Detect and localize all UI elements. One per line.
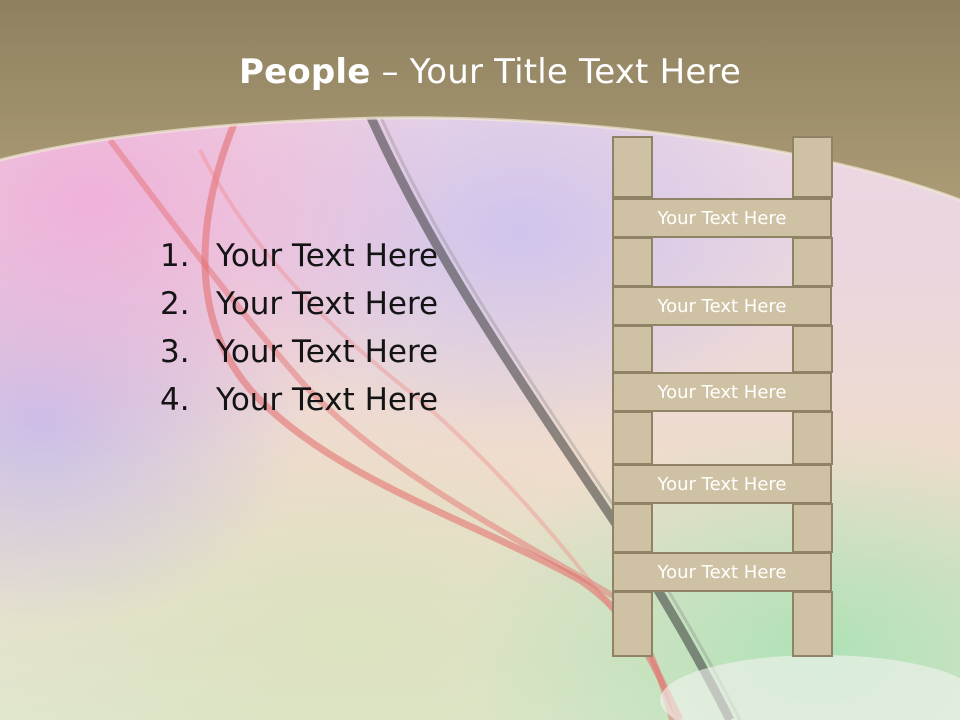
list-text: Your Text Here [216,382,439,418]
ladder-rail-left [612,237,653,287]
ladder-rail-right [792,591,833,657]
list-item: 4. Your Text Here [160,376,438,424]
ladder-rung-1: Your Text Here [612,198,832,238]
slide-title: People – Your Title Text Here [0,52,960,92]
ladder-rail-right [792,136,833,198]
list-number: 3. [160,334,190,370]
list-item: 3. Your Text Here [160,328,438,376]
list-number: 2. [160,286,190,322]
ladder-rail-right [792,325,833,373]
rung-label: Your Text Here [657,473,787,495]
ladder-rail-left [612,136,653,198]
list-text: Your Text Here [216,334,439,370]
ladder-rail-left [612,325,653,373]
numbered-list: 1. Your Text Here 2. Your Text Here 3. Y… [160,232,438,424]
ladder-rail-right [792,411,833,465]
ladder-rung-4: Your Text Here [612,464,832,504]
list-number: 4. [160,382,190,418]
rung-label: Your Text Here [657,381,787,403]
rung-label: Your Text Here [657,561,787,583]
ladder-rail-left [612,411,653,465]
ladder-rung-5: Your Text Here [612,552,832,592]
list-number: 1. [160,238,190,274]
title-bold: People [238,52,371,92]
ladder-rail-right [792,237,833,287]
title-rest: – Your Title Text Here [370,52,742,92]
ladder-rail-left [612,503,653,553]
ladder-rail-right [792,503,833,553]
ladder-rung-3: Your Text Here [612,372,832,412]
rung-label: Your Text Here [657,295,787,317]
list-text: Your Text Here [216,238,439,274]
ladder-rung-2: Your Text Here [612,286,832,326]
list-text: Your Text Here [216,286,439,322]
list-item: 2. Your Text Here [160,280,438,328]
ladder-rail-left [612,591,653,657]
list-item: 1. Your Text Here [160,232,438,280]
rung-label: Your Text Here [657,207,787,229]
